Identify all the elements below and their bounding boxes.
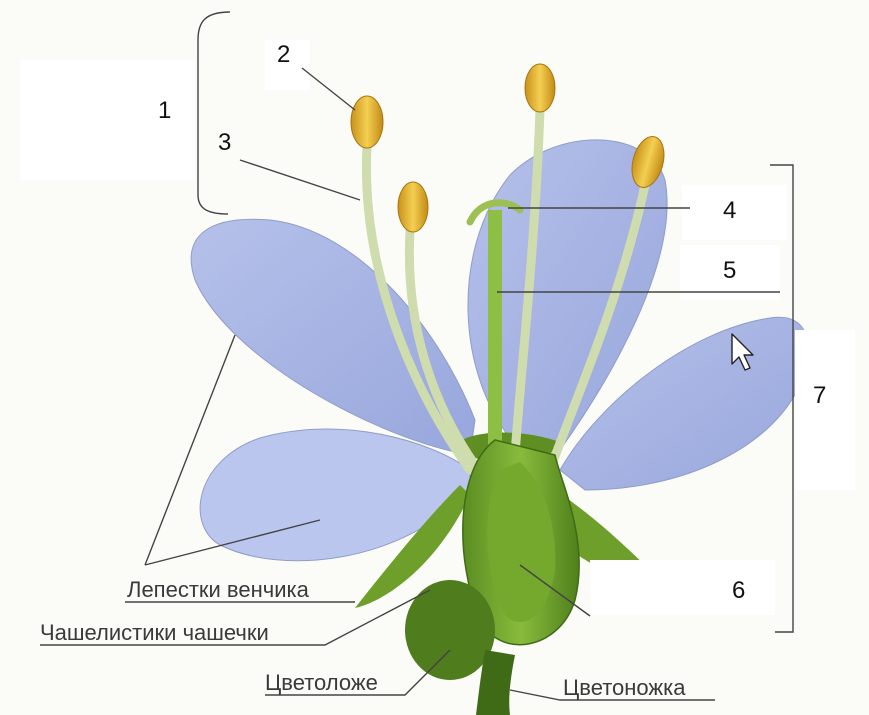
box-7 <box>795 330 855 490</box>
box-6 <box>590 560 775 615</box>
label-1: 1 <box>158 97 171 124</box>
label-sepals: Чашелистики чашечки <box>40 620 269 645</box>
receptacle <box>405 580 495 680</box>
label-5: 5 <box>723 257 736 284</box>
anther-1 <box>351 96 383 148</box>
label-7: 7 <box>813 382 826 409</box>
style <box>488 210 502 450</box>
label-receptacle: Цветоложе <box>265 670 378 695</box>
label-2: 2 <box>277 41 290 68</box>
anther-3 <box>525 64 555 112</box>
label-3: 3 <box>218 129 231 156</box>
anther-2 <box>398 182 428 232</box>
label-6: 6 <box>732 577 745 604</box>
label-pedicel: Цветоножка <box>563 675 686 700</box>
label-4: 4 <box>723 197 736 224</box>
label-petals: Лепестки венчика <box>127 577 310 602</box>
